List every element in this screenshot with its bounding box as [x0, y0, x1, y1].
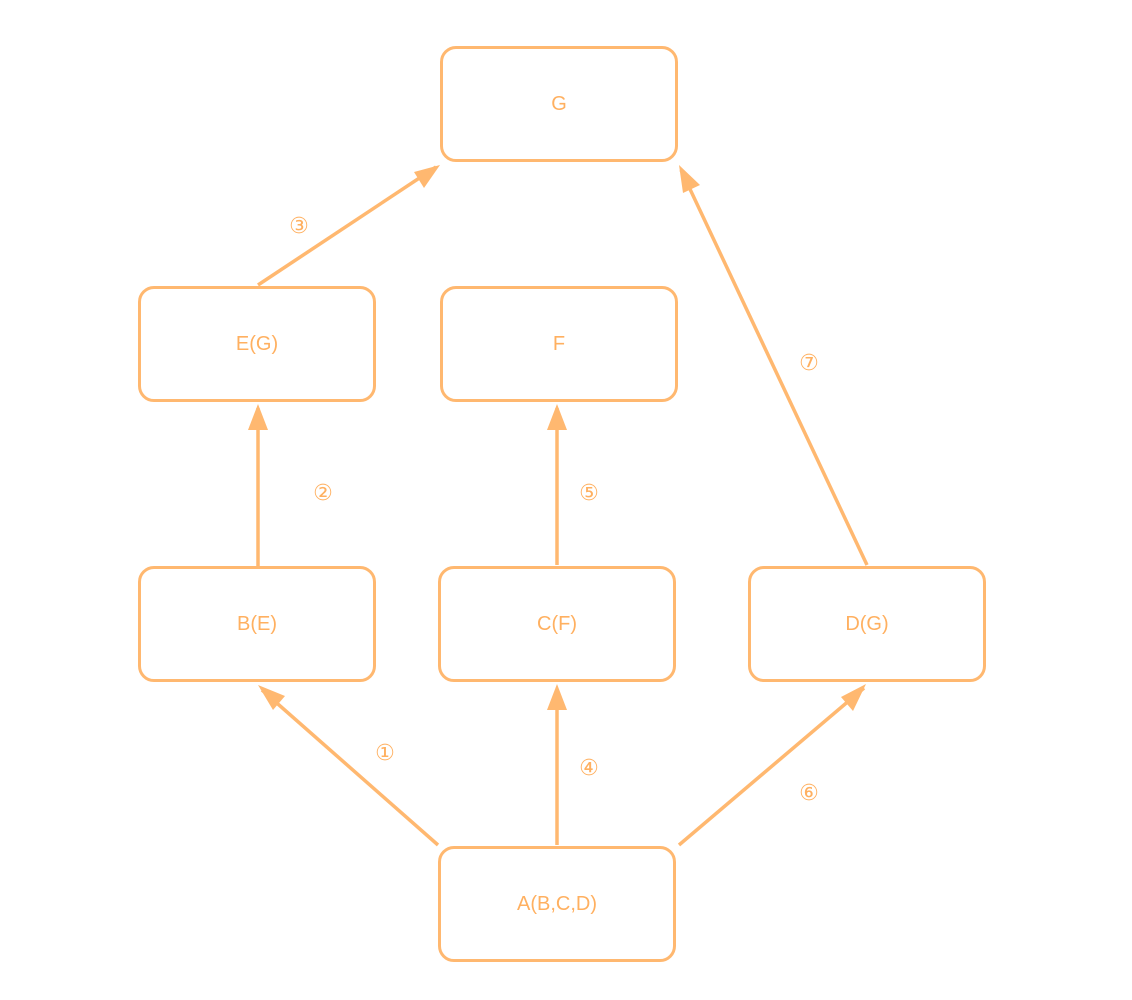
edge-a-to-b — [260, 688, 440, 847]
arrowhead-e — [248, 404, 268, 430]
node-g: G — [440, 46, 678, 162]
node-c: C(F) — [438, 566, 676, 682]
node-d: D(G) — [748, 566, 986, 682]
arrowhead-c — [547, 684, 567, 710]
node-a: A(B,C,D) — [438, 846, 676, 962]
edge-label-7: ⑦ — [799, 351, 819, 376]
edge-d-to-g — [679, 169, 869, 566]
node-f: F — [440, 286, 678, 402]
edge-label-4: ④ — [579, 756, 599, 781]
arrowhead-g-right — [679, 165, 700, 193]
arrowhead-d — [841, 684, 866, 711]
edge-label-3: ③ — [289, 214, 309, 239]
edge-label-5: ⑤ — [579, 481, 599, 506]
arrowhead-f — [547, 404, 567, 430]
edge-a-to-d — [677, 686, 866, 847]
edge-label-1: ① — [375, 741, 395, 766]
arrowhead-b — [258, 685, 285, 710]
node-b: B(E) — [138, 566, 376, 682]
arrowhead-g-left — [414, 165, 440, 188]
node-e: E(G) — [138, 286, 376, 402]
edge-e-to-g — [257, 165, 437, 287]
edge-label-6: ⑥ — [799, 781, 819, 806]
edge-label-2: ② — [313, 481, 333, 506]
